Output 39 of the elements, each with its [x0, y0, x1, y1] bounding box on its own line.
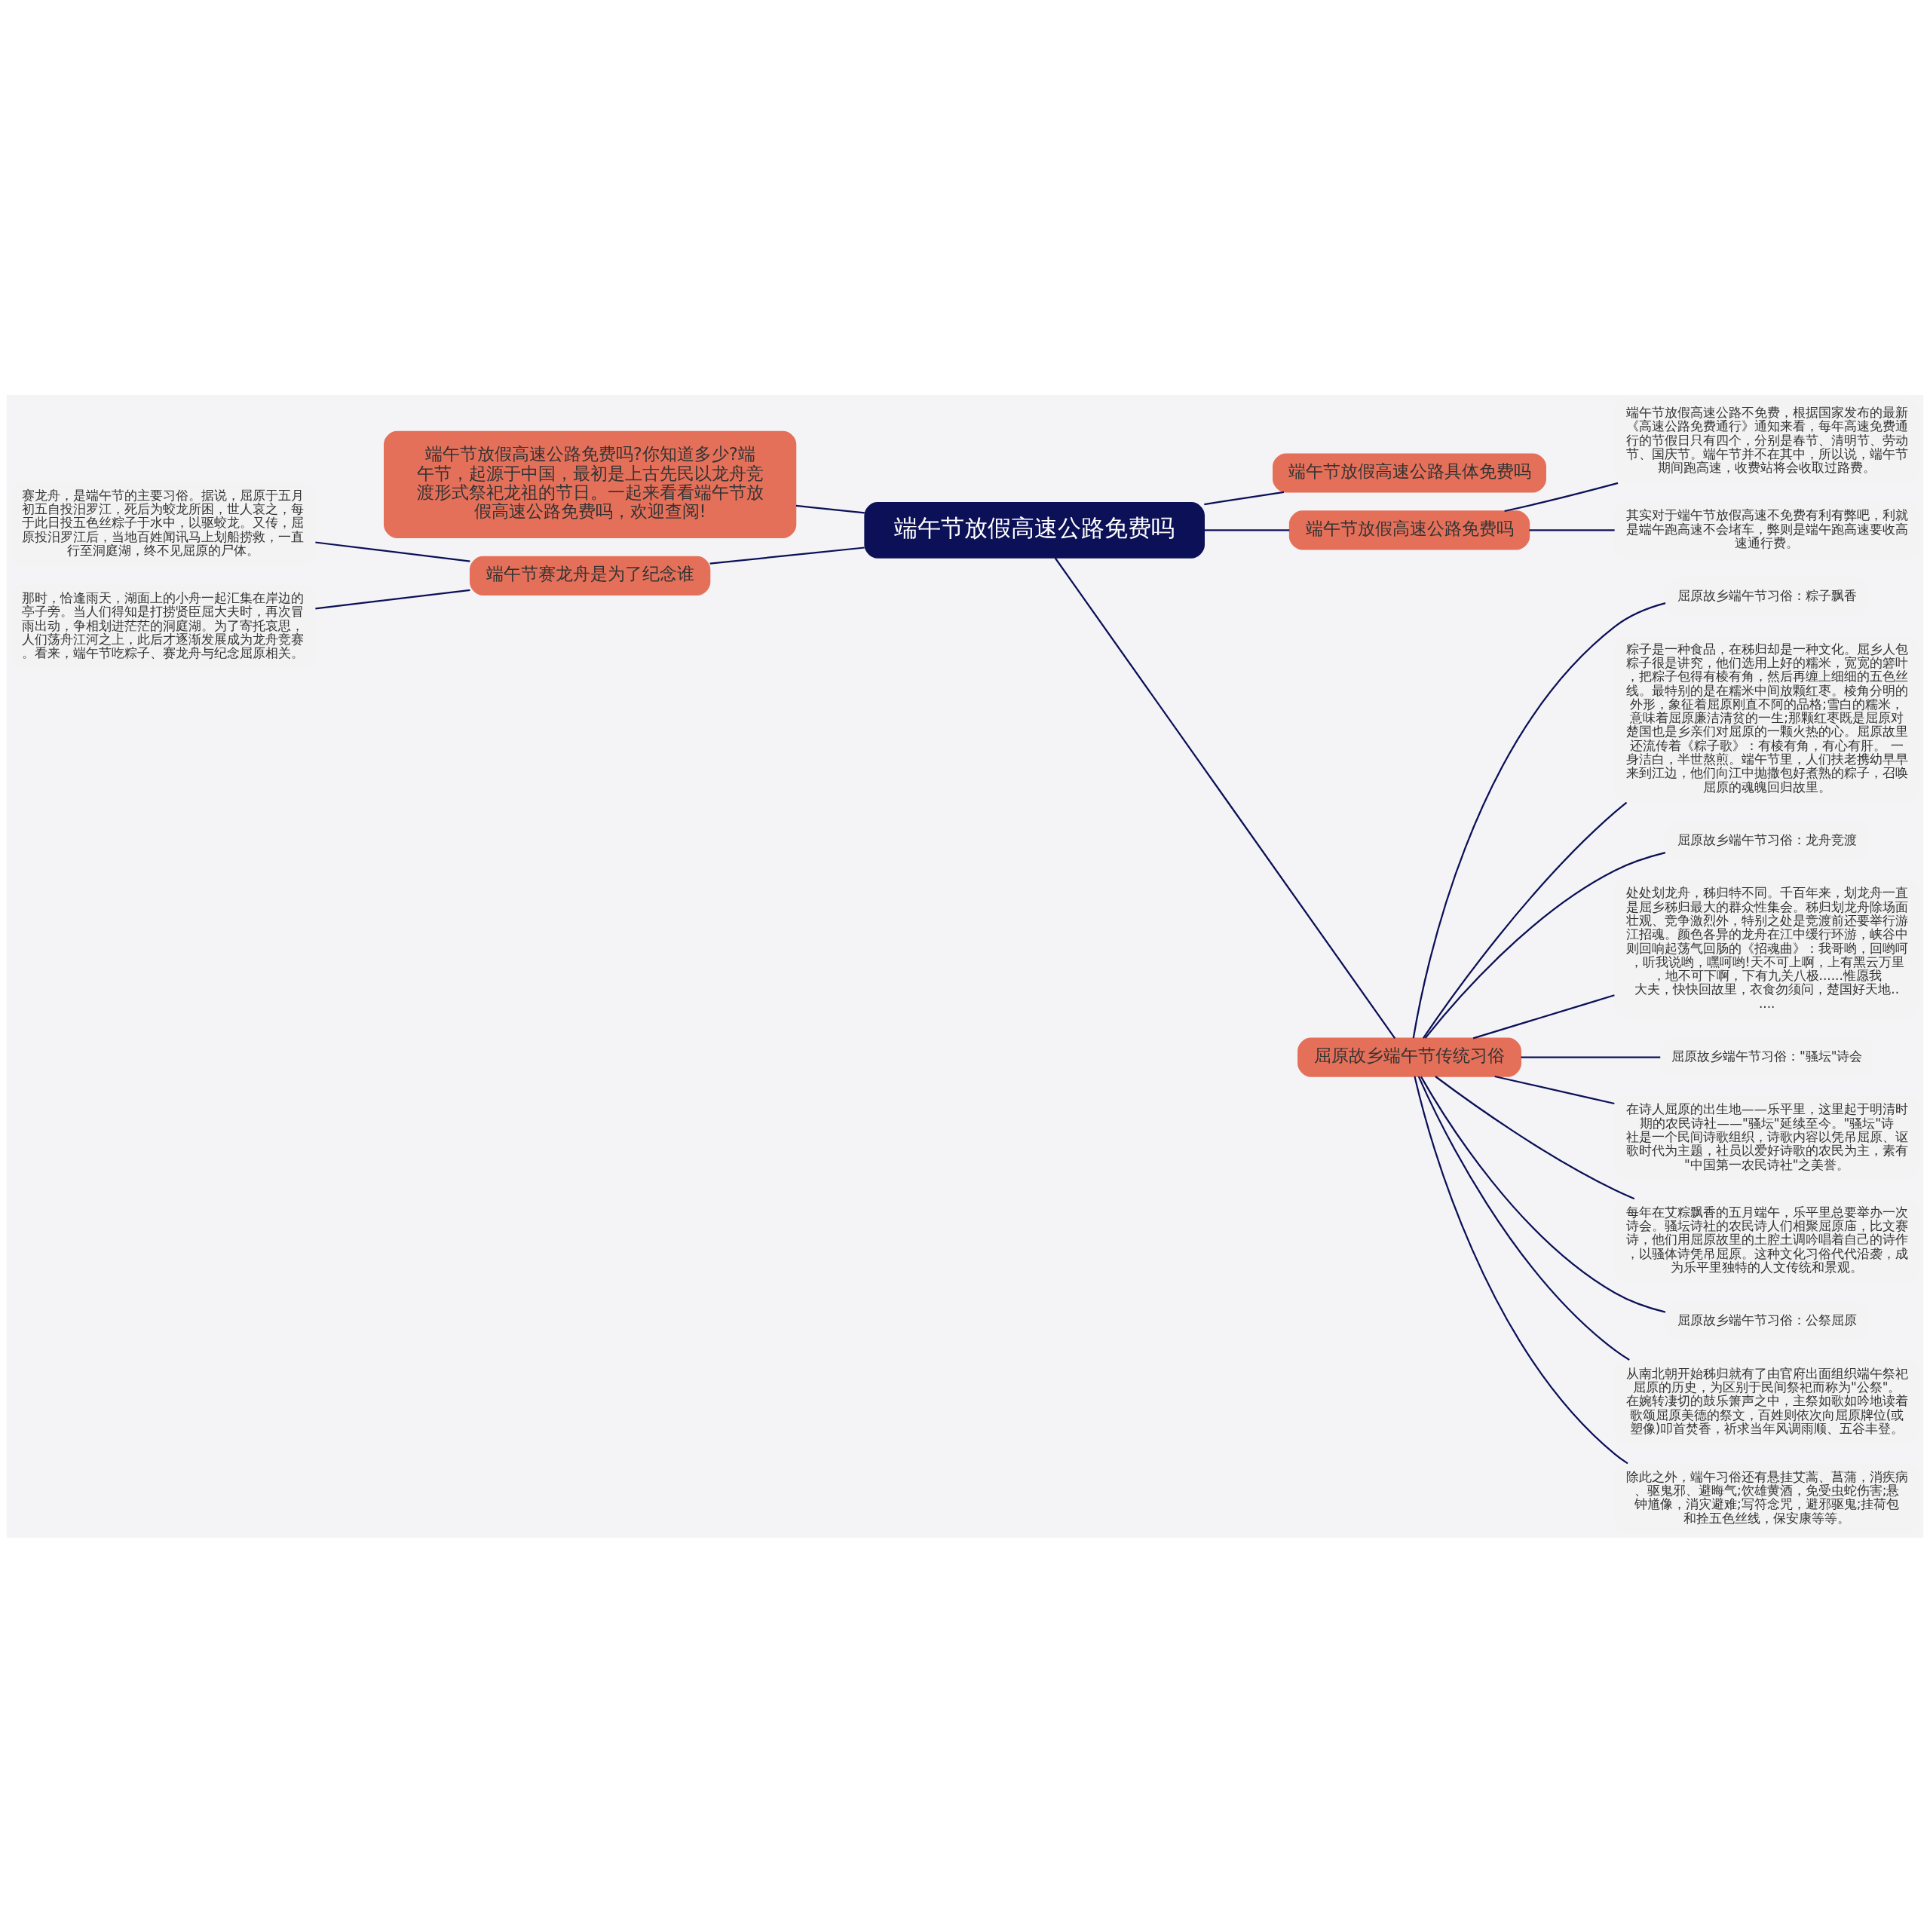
- node-box: 端午节放假高速公路具体免费吗: [1273, 452, 1546, 492]
- connector: [315, 540, 470, 562]
- connector: [1204, 491, 1285, 505]
- node-box: 端午节放假高速公路免费吗: [1288, 510, 1530, 550]
- connector: [1424, 851, 1666, 1039]
- connector: [1521, 1056, 1661, 1058]
- node-box: 端午节赛龙舟是为了纪念谁: [469, 556, 711, 596]
- node-box: 屈原故乡端午节传统习俗: [1297, 1037, 1521, 1077]
- connector: [1204, 528, 1290, 531]
- connector: [1054, 556, 1396, 1039]
- node-text: 赛龙舟，是端午节的主要习俗。据说，屈原于五月初五自投汨罗江，死后为蛟龙所困，世人哀之，每于此日投五色丝粽子于水中，以驱蛟龙。又传，屈原投汨罗江后，当地百姓闻讯马上划船捞救，一直行至洞庭湖，终不见屈原的尸体。: [22, 487, 305, 558]
- node-text: 端午节放假高速公路不免费，根据国家发布的最新《高速公路免费通行》通知来看，每年高速免费通行的节假日只有四个，分别是春节、清明节、劳动节、国庆节。端午节并不在其中，所以说，端午节期间跑高速，收费站将会收取过路费。: [1625, 404, 1908, 475]
- connector: [315, 589, 470, 609]
- connector: [1472, 994, 1615, 1039]
- node-text: 屈原故乡端午节习俗："骚坛"诗会: [1671, 1048, 1863, 1064]
- connector: [795, 504, 865, 513]
- connector: [1420, 1076, 1666, 1313]
- connector: [1417, 1076, 1630, 1361]
- node-text: 处处划龙舟，秭归特不同。千百年来，划龙舟一直是屈乡秭归最大的群众性集会。秭归划龙舟除场面壮观、竞争激烈外，特别之处是竞渡前还要举行游江招魂。颜色各异的龙舟在江中缓行环游，峡谷中则回响起荡气回肠的《招魂曲》：我哥哟，回哟呵，听我说哟，嘿呵哟!天不可上啊，上有黑云万里，地不可下啊，下有九关八极......惟愿我大夫，快快回故里，衣食勿须问，楚国好天地......: [1625, 884, 1908, 1011]
- node-text: 屈原故乡端午节习俗：公祭屈原: [1677, 1312, 1857, 1327]
- connector: [1494, 1075, 1615, 1104]
- node-text: 除此之外，端午习俗还有悬挂艾蒿、菖蒲，消疾病、驱鬼邪、避晦气;饮雄黄酒，免受虫蛇伤害;悬钟馗像，消灾避难;写符念咒，避邪驱鬼;挂荷包和拴五色丝线，保安康等等。: [1625, 1468, 1908, 1526]
- node-text: 屈原故乡端午节习俗：龙舟竞渡: [1677, 831, 1857, 847]
- node-box: 端午节放假高速公路免费吗?你知道多少?端午节，起源于中国，最初是上古先民以龙舟竞渡形式祭祀龙祖的节日。一起来看看端午节放假高速公路免费吗，欢迎查阅!: [384, 430, 797, 538]
- node-text: 那时，恰逢雨天，湖面上的小舟一起汇集在岸边的亭子旁。当人们得知是打捞贤臣屈大夫时，再次冒雨出动，争相划进茫茫的洞庭湖。为了寄托哀思，人们荡舟江河之上，此后才逐渐发展成为龙舟竞赛。看来，端午节吃粽子、赛龙舟与纪念屈原相关。: [22, 589, 305, 660]
- node-text: 屈原故乡端午节习俗：粽子飘香: [1677, 587, 1857, 603]
- connector: [1435, 1075, 1635, 1199]
- node-box: 端午节放假高速公路免费吗: [864, 501, 1205, 559]
- connector: [1414, 1076, 1628, 1464]
- connector: [1504, 482, 1619, 512]
- connector: [709, 546, 865, 565]
- connector: [1529, 528, 1615, 531]
- node-text: 从南北朝开始秭归就有了由官府出面组织端午祭祀屈原的历史，为区别于民间祭祀而称为"公祭"。在婉转凄切的鼓乐箫声之中，主祭如歌如吟地读着歌颂屈原美德的祭文，百姓则依次向屈原牌位(或塑像)叩首焚香，祈求当年风调雨顺、五谷丰登。: [1625, 1365, 1908, 1436]
- node-text: 粽子是一种食品，在秭归却是一种文化。屈乡人包粽子很是讲究，他们选用上好的糯米，宽宽的箬叶，把粽子包得有棱有角，然后再缠上细细的五色丝线。最特别的是在糯米中间放颗红枣。棱角分明的外形，象征着屈原刚直不阿的品格;雪白的糯米，意味着屈原廉洁清贫的一生;那颗红枣既是屈原对楚国也是乡亲们对屈原的一颗火热的心。屈原故里还流传着《粽子歌》：有棱有角，有心有肝。 一身洁白，半世熬煎。端午节里，人们扶老携幼早早来到江边，他们向江中抛撒包好煮熟的粽子，召唤屈原的魂魄回归故里。: [1625, 641, 1908, 795]
- node-text: 在诗人屈原的出生地——乐平里，这里起于明清时期的农民诗社——"骚坛"延续至今。"骚坛"诗社是一个民间诗歌组织，诗歌内容以凭吊屈原、讴歌时代为主题，社员以爱好诗歌的农民为主，素有"中国第一农民诗社"之美誉。: [1625, 1101, 1908, 1172]
- connector: [1423, 801, 1628, 1039]
- node-text: 其实对于端午节放假高速不免费有利有弊吧，利就是端午跑高速不会堵车，弊则是端午跑高速要收高速通行费。: [1625, 507, 1908, 550]
- node-text: 每年在艾粽飘香的五月端午，乐平里总要举办一次诗会。骚坛诗社的农民诗人们相聚屈原庙，比文赛诗，他们用屈原故里的土腔土调吟唱着自己的诗作，以骚体诗凭吊屈原。这种文化习俗代代沿袭，成为乐平里独特的人文传统和景观。: [1625, 1204, 1908, 1275]
- connector: [1412, 602, 1666, 1038]
